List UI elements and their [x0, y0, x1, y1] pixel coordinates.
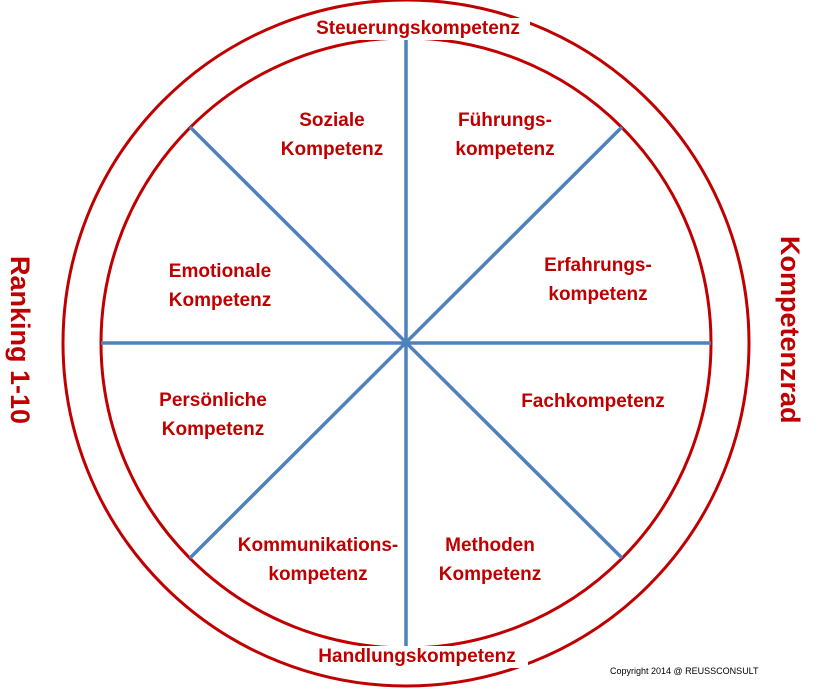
segment-fachkompetenz: Fachkompetenz [508, 387, 678, 416]
segment-fuehrungskompetenz: Führungs- kompetenz [432, 106, 578, 164]
segment-label-line1: Soziale [299, 110, 365, 131]
ring-label-bottom: Handlungskompetenz [306, 646, 528, 668]
segment-label-line2: Kompetenz [161, 419, 265, 440]
segment-erfahrungskompetenz: Erfahrungs- kompetenz [524, 251, 672, 309]
side-label-left: Ranking 1-10 [5, 256, 35, 425]
segment-kommunikationskompetenz: Kommunikations- kompetenz [222, 531, 414, 589]
segment-label-line2: kompetenz [548, 284, 648, 305]
spokes [101, 40, 711, 646]
segment-label-line2: Kompetenz [280, 139, 384, 160]
segment-label-line2: kompetenz [455, 139, 555, 160]
segment-label-line1: Methoden [445, 535, 535, 556]
spoke-diagonal-up [188, 125, 624, 560]
segment-label-line2: Kompetenz [438, 564, 542, 585]
segment-label-line2: Kompetenz [168, 290, 272, 311]
segment-persoenliche-kompetenz: Persönliche Kompetenz [140, 386, 286, 444]
segment-label-line1: Emotionale [168, 261, 272, 282]
segment-emotionale-kompetenz: Emotionale Kompetenz [146, 257, 294, 315]
segment-label-line1: Fachkompetenz [521, 391, 665, 412]
outer-ring [61, 0, 751, 688]
segment-label-line1: Führungs- [458, 110, 552, 131]
segment-methoden-kompetenz: Methoden Kompetenz [420, 531, 560, 589]
segment-label-line1: Erfahrungs- [544, 255, 652, 276]
segment-label-line1: Kommunikations- [237, 535, 399, 556]
side-label-right: Kompetenzrad [775, 236, 805, 424]
segment-label-line1: Persönliche [159, 390, 267, 411]
segment-soziale-kompetenz: Soziale Kompetenz [262, 106, 402, 164]
copyright-notice: Copyright 2014 @ REUSSCONSULT [610, 666, 759, 676]
segment-label-line2: kompetenz [268, 564, 368, 585]
ring-label-top: Steuerungskompetenz [306, 18, 530, 40]
